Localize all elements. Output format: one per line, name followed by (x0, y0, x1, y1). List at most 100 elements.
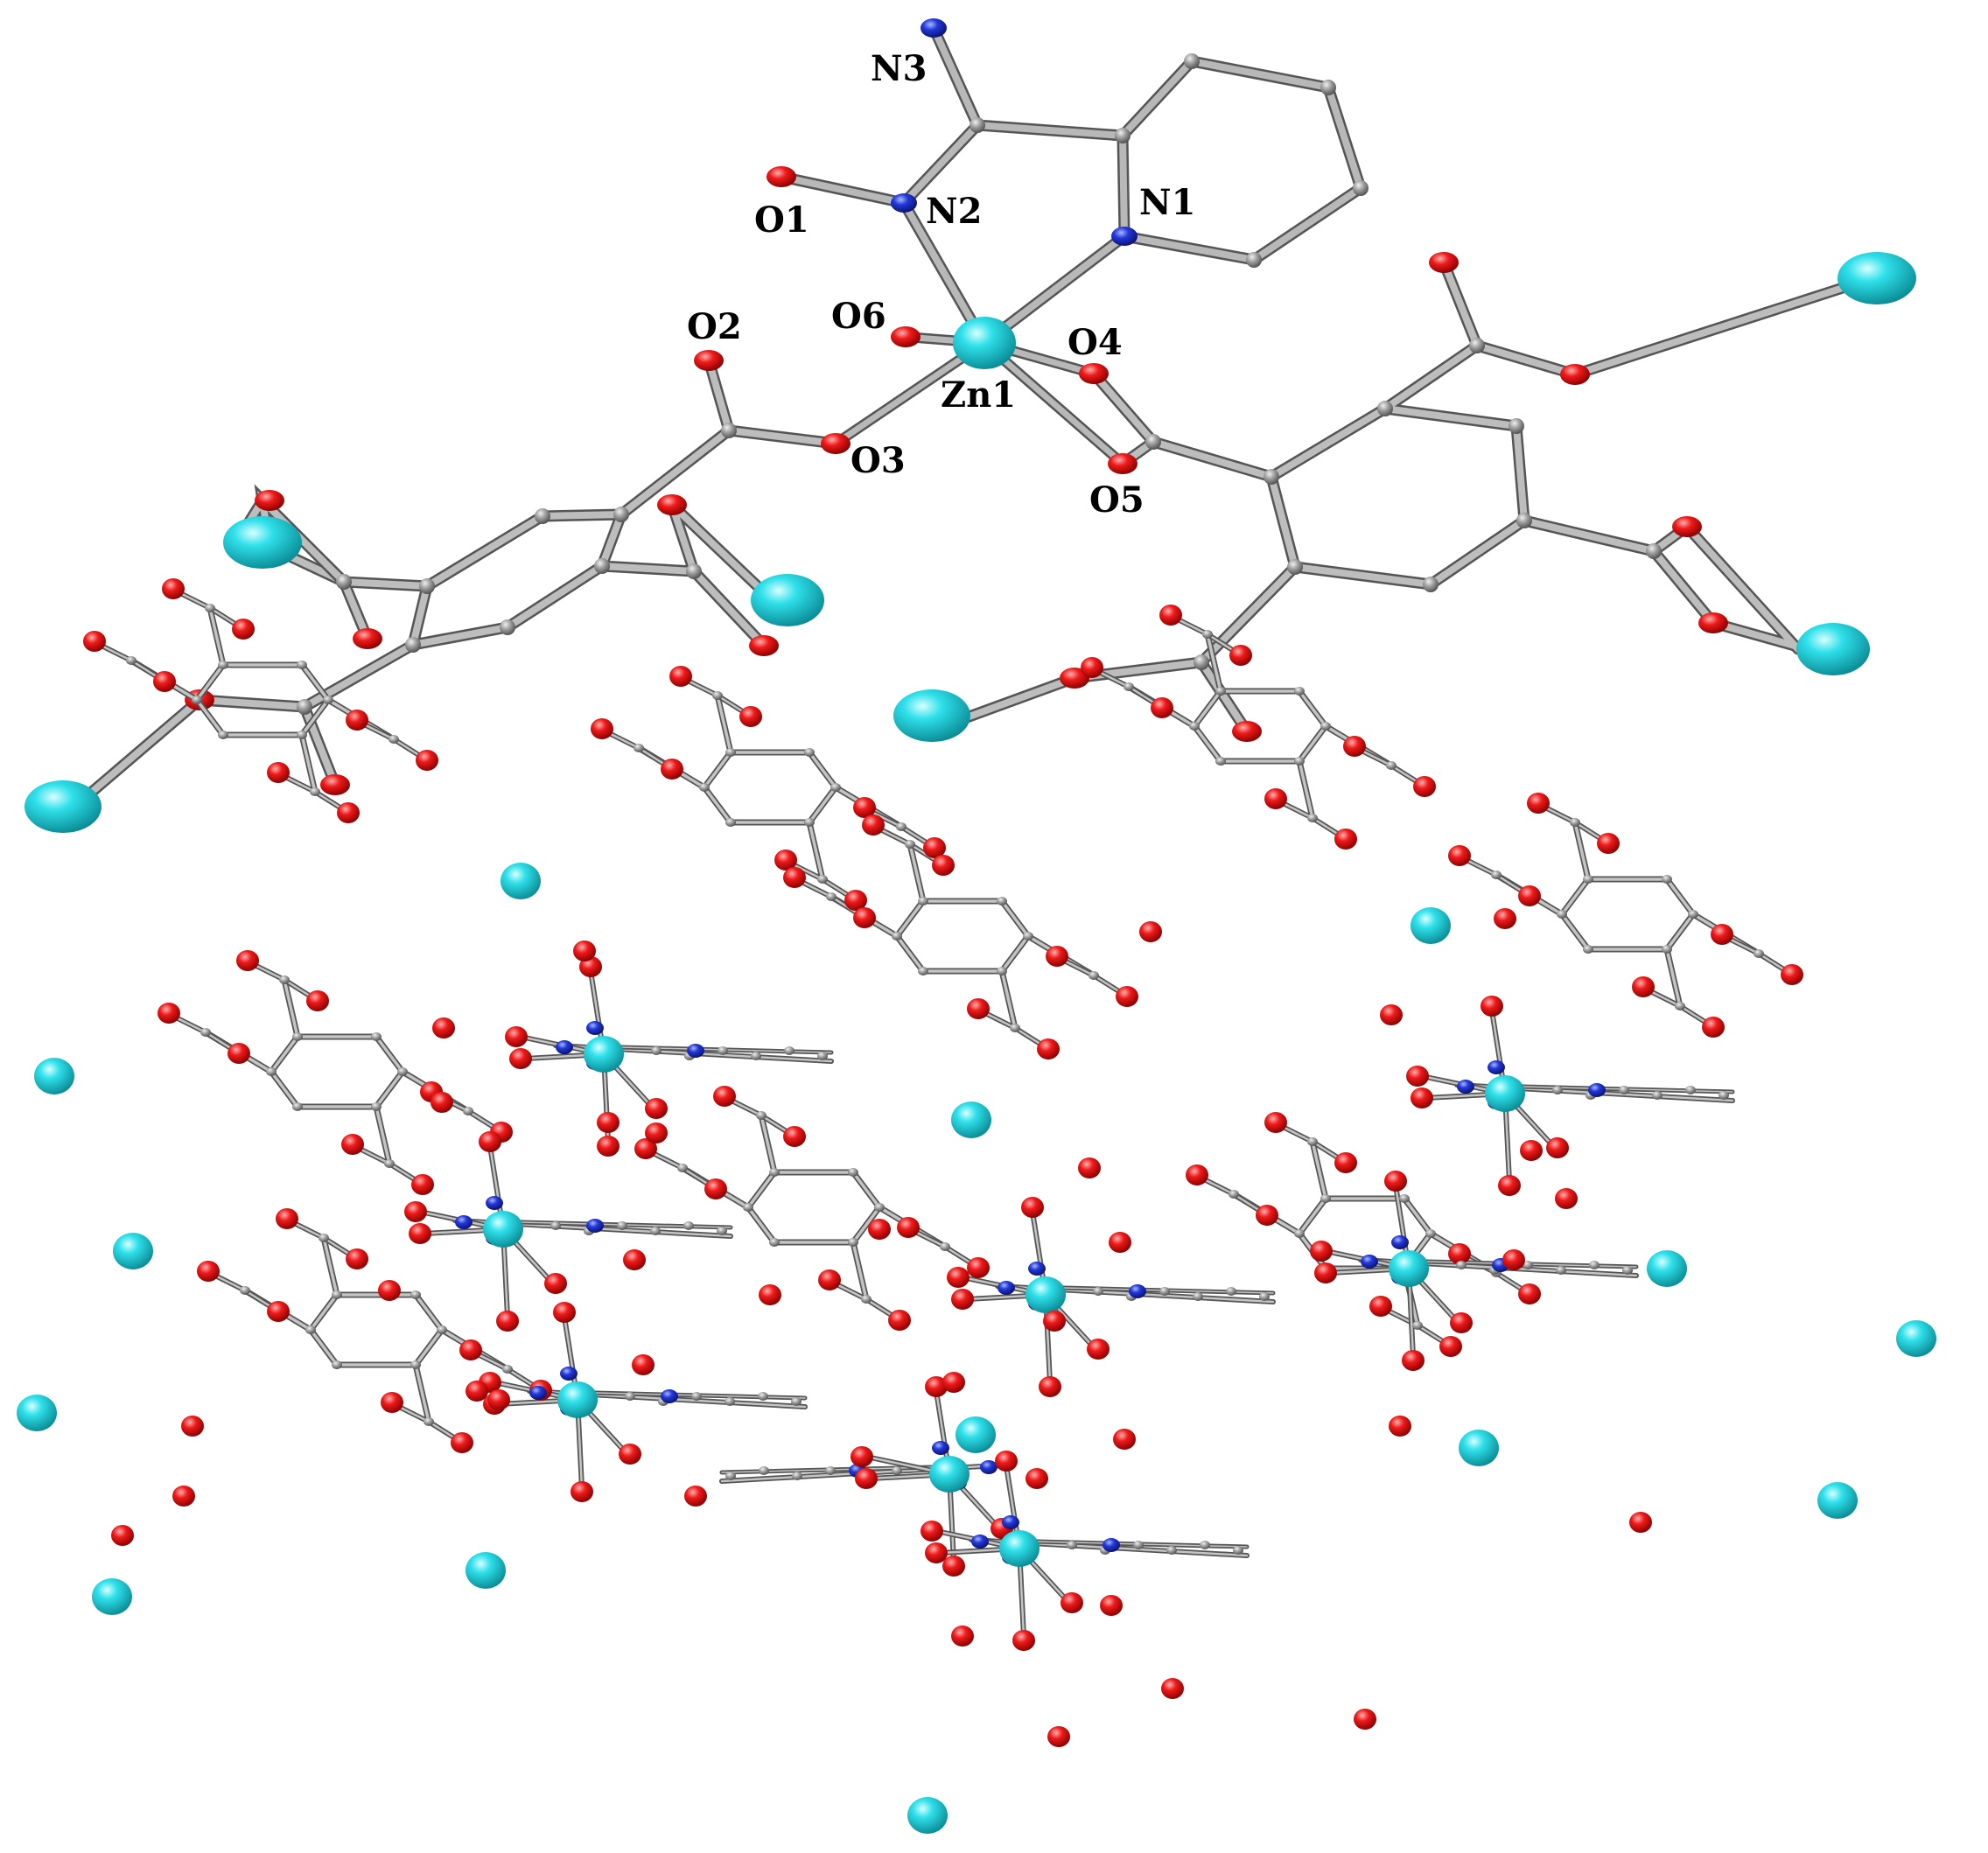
oxygen-atom (1597, 833, 1620, 854)
zinc-atom (1817, 1482, 1858, 1519)
oxygen-atom (1518, 885, 1541, 906)
bond (300, 733, 317, 794)
zinc-atom (92, 1578, 132, 1615)
oxygen-atom (1113, 1429, 1136, 1450)
carbon-atom (650, 1227, 661, 1235)
oxygen-atom (306, 990, 329, 1011)
label-o1: O1 (754, 199, 809, 241)
carbon-atom (712, 691, 723, 700)
zinc-atom (999, 1530, 1040, 1567)
label-n1: N1 (1139, 182, 1195, 223)
oxygen-atom (1450, 1312, 1473, 1333)
oxygen-atom-o5 (1108, 453, 1138, 474)
bond (270, 1035, 299, 1073)
oxygen-atom (1310, 1241, 1333, 1262)
oxygen-atom (967, 998, 990, 1019)
zinc-atom (1389, 1250, 1429, 1287)
nitrogen-atom (980, 1460, 998, 1474)
oxygen-atom (1380, 1004, 1403, 1025)
carbon-atom (1307, 814, 1318, 822)
carbon-atom (323, 696, 333, 704)
oxygen-atom (1494, 908, 1516, 929)
carbon-atom (1202, 630, 1213, 639)
bond (703, 751, 732, 789)
oxygen-atom (1413, 776, 1436, 797)
carbon-atom (1675, 1002, 1685, 1010)
oxygen-atom (1012, 1630, 1035, 1651)
oxygen-atom (1109, 1232, 1131, 1253)
oxygen-atom (162, 578, 185, 599)
oxygen-atom (381, 1392, 403, 1413)
carbon-atom (1652, 1091, 1662, 1100)
oxygen-atom (1527, 793, 1550, 814)
oxygen-atom (466, 1381, 488, 1402)
oxygen-atom (459, 1339, 482, 1360)
carbon-atom (266, 1067, 276, 1076)
carbon-atom (892, 932, 902, 940)
label-o3: O3 (850, 440, 906, 481)
carbon-atom (405, 637, 421, 653)
oxygen-atom (1520, 1140, 1543, 1161)
oxygen-atom (645, 1122, 668, 1143)
nitrogen-atom (556, 1040, 573, 1054)
oxygen-atom (923, 837, 946, 858)
bond (374, 1070, 404, 1108)
bond (808, 751, 837, 789)
bond (1298, 1197, 1327, 1235)
nitrogen-atom (1129, 1284, 1146, 1298)
oxygen-atom (197, 1261, 220, 1282)
bond (1193, 689, 1222, 728)
oxygen-atom (920, 1521, 943, 1542)
oxygen-atom (597, 1112, 620, 1133)
carbon-atom (419, 578, 435, 594)
carbon-atom (651, 1046, 662, 1055)
zinc-atom (1459, 1430, 1499, 1466)
oxygen-atom (236, 950, 259, 971)
top-bonds (73, 22, 1879, 809)
carbon-atom (817, 875, 828, 884)
oxygen-atom (570, 1481, 593, 1502)
oxygen-atom (704, 1178, 727, 1199)
bond (746, 1171, 776, 1209)
oxygen-atom (1632, 976, 1655, 997)
carbon-atom (997, 897, 1007, 906)
carbon-atom (424, 1417, 434, 1426)
nitrogen-atom (486, 1196, 503, 1210)
carbon-atom (691, 1392, 702, 1401)
oxygen-atom (255, 490, 284, 511)
carbon-atom (292, 1102, 303, 1111)
oxygen-atom (1343, 736, 1366, 757)
nitrogen-atom (586, 1219, 604, 1233)
carbon-atom (1386, 761, 1396, 770)
carbon-atom (292, 1032, 303, 1041)
oxygen-atom (951, 1289, 974, 1310)
label-o2: O2 (687, 306, 742, 347)
oxygen-atom (1021, 1197, 1044, 1218)
carbon-atom (218, 661, 228, 669)
oxygen-atom (1314, 1262, 1337, 1283)
carbon-atom (1491, 871, 1502, 879)
bond (1573, 821, 1590, 881)
carbon-atom (1166, 1546, 1177, 1555)
nitrogen-atom (687, 1044, 704, 1058)
oxygen-atom (337, 802, 360, 823)
oxygen-atom-o4 (1079, 363, 1109, 384)
zinc-atom (584, 1036, 624, 1073)
carbon-atom (1456, 1261, 1466, 1269)
oxygen-atom (1384, 1171, 1407, 1192)
carbon-atom (218, 731, 228, 739)
oxygen-atom (1026, 1468, 1048, 1489)
carbon-atom (1189, 722, 1200, 731)
bond (300, 698, 330, 737)
oxygen-atom (1100, 1595, 1123, 1616)
oxygen-atom (932, 855, 955, 876)
oxygen-atom-o3 (821, 433, 850, 454)
bond (414, 1293, 444, 1332)
oxygen-atom (1078, 1157, 1101, 1178)
oxygen-atom (1410, 1087, 1433, 1108)
carbon-atom (1228, 1190, 1239, 1199)
oxygen-atom (1781, 964, 1803, 985)
bond (300, 663, 330, 702)
oxygen-atom (378, 1280, 401, 1301)
carbon-atom (1557, 910, 1567, 919)
